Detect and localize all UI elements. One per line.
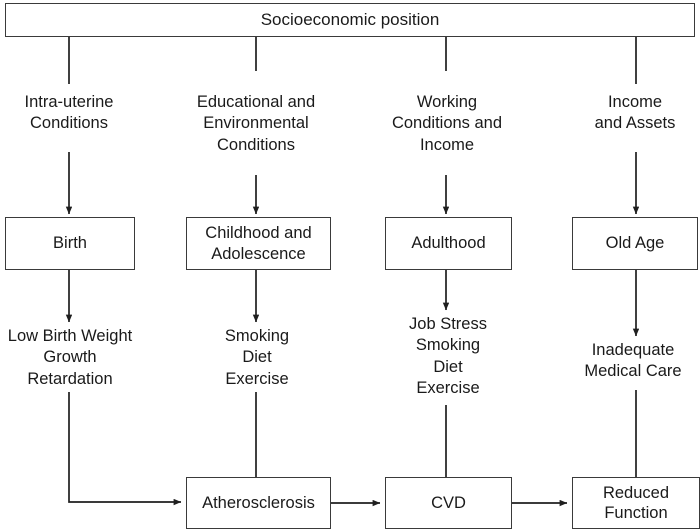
driver-label-working-conditions-income: Working Conditions and Income — [391, 93, 503, 154]
life-stage-box-childhood-adolescence: Childhood and Adolescence — [186, 217, 331, 270]
outcome-box-cvd: CVD — [385, 477, 512, 529]
driver-label-intra-uterine: Intra-uterine Conditions — [24, 93, 114, 133]
driver-label-educational-environmental: Educational and Environmental Conditions — [196, 93, 316, 154]
life-stage-box-old-age: Old Age — [572, 217, 698, 270]
life-stage-label-childhood-adolescence: Childhood and Adolescence — [205, 224, 312, 263]
life-stage-label-adulthood: Adulthood — [411, 234, 486, 253]
socioeconomic-position-box: Socioeconomic position — [5, 3, 695, 37]
life-stage-box-adulthood: Adulthood — [385, 217, 512, 270]
driver-label-income-assets: Income and Assets — [594, 93, 676, 133]
elbow-risk-1-to-atherosclerosis — [68, 392, 182, 506]
outcome-label-atherosclerosis: Atherosclerosis — [202, 493, 315, 512]
socioeconomic-position-label: Socioeconomic position — [260, 9, 440, 29]
life-stage-label-birth: Birth — [53, 234, 87, 253]
outcome-label-cvd: CVD — [431, 493, 466, 512]
life-stage-box-birth: Birth — [5, 217, 135, 270]
risk-factor-label-smoking-diet-exercise: Smoking Diet Exercise — [224, 327, 290, 388]
outcome-label-reduced-function: Reduced Function — [602, 483, 670, 522]
life-stage-label-old-age: Old Age — [605, 234, 665, 253]
outcome-box-atherosclerosis: Atherosclerosis — [186, 477, 331, 529]
risk-factor-label-job-stress-smoking-diet-exercise: Job Stress Smoking Diet Exercise — [409, 315, 487, 398]
outcome-box-reduced-function: Reduced Function — [572, 477, 700, 529]
risk-factor-label-low-birth-weight: Low Birth Weight Growth Retardation — [7, 327, 133, 388]
risk-factor-label-inadequate-medical-care: Inadequate Medical Care — [584, 341, 682, 381]
